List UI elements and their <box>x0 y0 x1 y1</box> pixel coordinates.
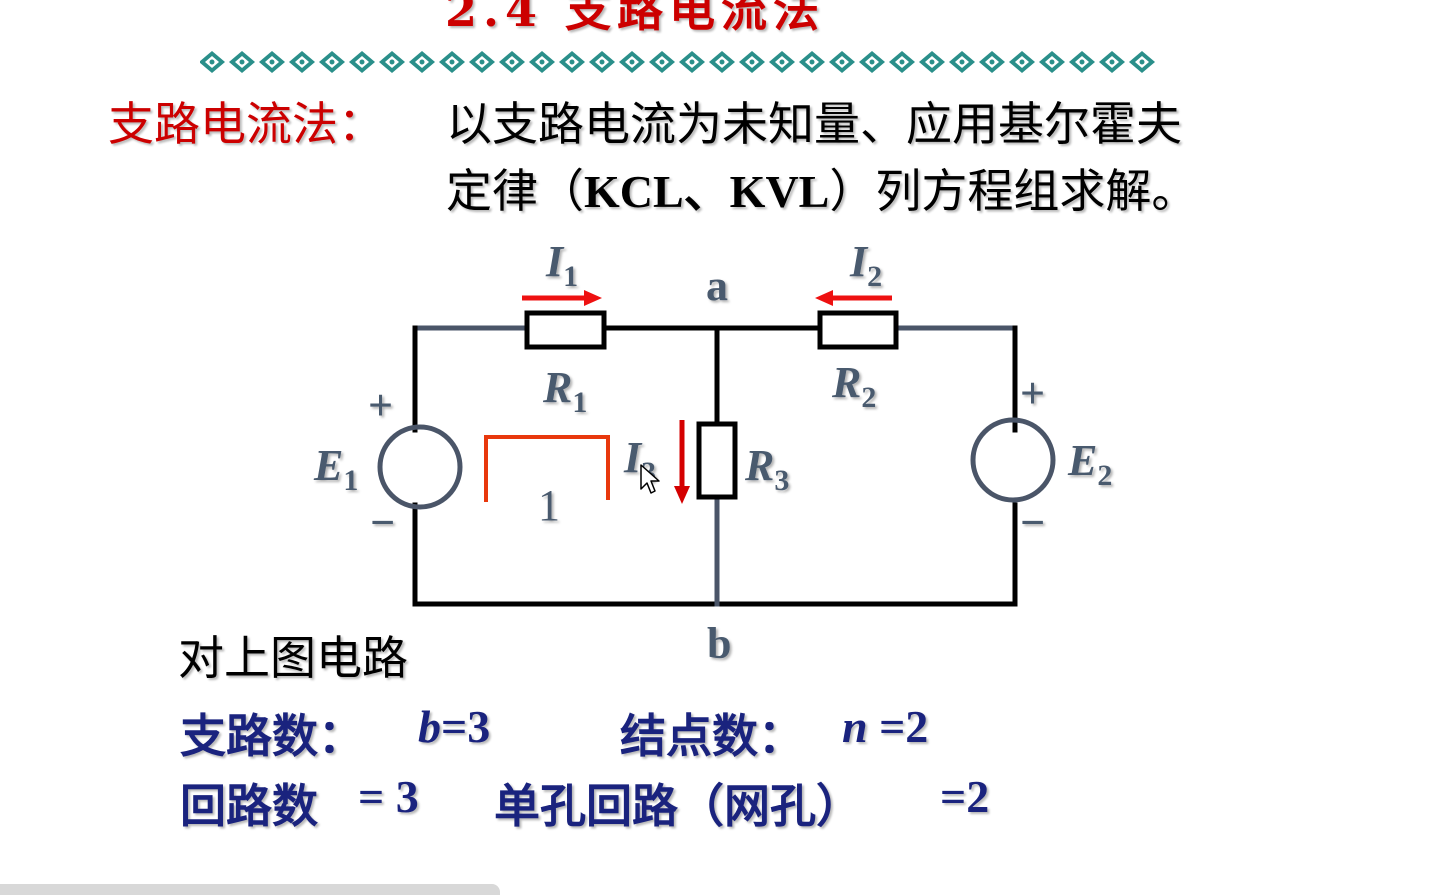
mouse-cursor-icon <box>640 464 660 494</box>
label-r1: R1 <box>542 363 587 419</box>
label-e1: E1 <box>313 441 358 497</box>
summary-intro: 对上图电路 <box>178 631 408 685</box>
source-e2 <box>970 417 1056 503</box>
resistor-r3 <box>696 421 738 500</box>
minus-e1: − <box>370 498 395 547</box>
definition-line-2: 定律（KCL、KVL）列方程组求解。 <box>446 155 1197 221</box>
label-i1: I1 <box>545 237 578 293</box>
plus-e1: + <box>368 381 393 430</box>
resistor-r1 <box>524 310 607 350</box>
slide-title: 2.4 支路电流法 <box>445 0 826 37</box>
definition-line-2-suffix: ）列方程组求解。 <box>829 164 1198 218</box>
definition-term: 支路电流法： <box>108 97 384 151</box>
label-node-a: a <box>706 261 728 310</box>
node-count-label: 结点数： <box>620 709 804 763</box>
branch-count-value: b=3 <box>418 701 491 752</box>
bottom-scrollbar[interactable] <box>0 884 500 895</box>
arrow-i3 <box>674 420 690 504</box>
mesh-count-value: =2 <box>940 771 990 822</box>
loop-count-value: = 3 <box>358 771 419 822</box>
loop-count-label: 回路数 <box>180 779 318 833</box>
minus-e2: − <box>1020 498 1045 547</box>
resistor-r2 <box>817 310 899 350</box>
circuit-diagram: I1 I2 I3 a b R1 R2 R3 E1 E2 + − + − 1 <box>313 237 1112 668</box>
source-e1 <box>377 424 463 510</box>
loop-1-marker <box>484 435 610 502</box>
label-loop-1: 1 <box>538 481 560 530</box>
node-count-value: n =2 <box>842 701 929 752</box>
decorative-divider <box>200 51 1155 73</box>
label-r3: R3 <box>744 441 789 497</box>
definition-line-2-prefix: 定律（ <box>446 164 584 218</box>
definition-line-1: 以支路电流为未知量、应用基尔霍夫 <box>446 97 1182 151</box>
plus-e2: + <box>1020 369 1045 418</box>
definition-line-2-laws: KCL、KVL <box>584 166 830 217</box>
arrow-i2 <box>815 290 892 306</box>
arrow-i1 <box>522 290 602 306</box>
mesh-count-label: 单孔回路（网孔） <box>494 779 862 833</box>
branch-count-label: 支路数： <box>180 709 364 763</box>
label-node-b: b <box>707 619 731 668</box>
label-r2: R2 <box>831 358 876 414</box>
label-i2: I2 <box>849 237 882 293</box>
label-e2: E2 <box>1067 436 1112 492</box>
